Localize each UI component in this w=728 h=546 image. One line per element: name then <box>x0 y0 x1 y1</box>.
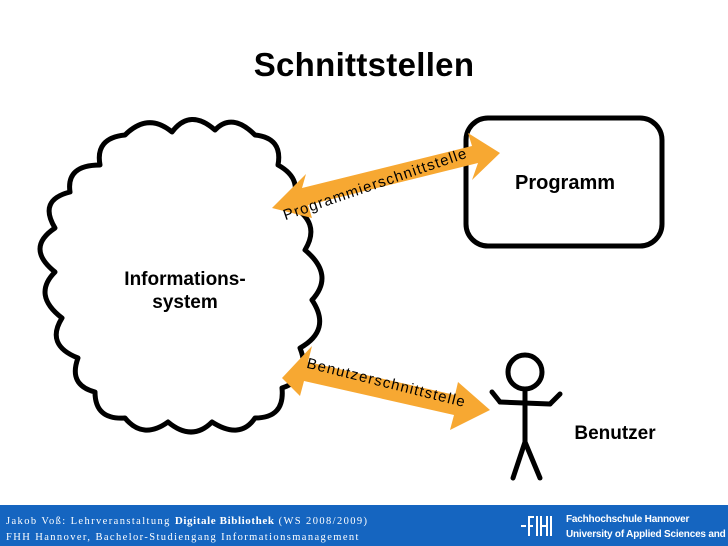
information-system-label: Informations- system <box>100 268 270 314</box>
footer-credits: Jakob Voß: Lehrveranstaltung Digitale Bi… <box>6 513 368 546</box>
information-system-cloud <box>37 117 325 435</box>
school-name: Fachhochschule Hannover University of Ap… <box>566 512 728 542</box>
information-system-label-line1: Informations- <box>124 269 246 290</box>
information-system-label-line2: system <box>152 292 218 313</box>
program-box <box>463 115 665 249</box>
footer-course-title: Digitale Bibliothek <box>174 515 275 527</box>
school-name-de: Fachhochschule Hannover <box>566 514 690 525</box>
user-label: Benutzer <box>574 423 656 444</box>
footer-bar: Jakob Voß: Lehrveranstaltung Digitale Bi… <box>0 505 728 546</box>
school-name-en: University of Applied Sciences and Arts <box>566 529 728 540</box>
footer-term: (WS 2008/2009) <box>274 516 369 527</box>
footer-lecturer: Jakob Voß: Lehrveranstaltung <box>6 516 175 527</box>
ui-double-arrow <box>282 346 490 430</box>
api-double-arrow <box>272 133 500 218</box>
footer-line1: Jakob Voß: Lehrveranstaltung Digitale Bi… <box>6 513 368 530</box>
diagram-canvas <box>37 115 665 481</box>
fh-logo-icon <box>521 516 552 536</box>
program-label: Programm <box>514 172 616 194</box>
footer-line2: FHH Hannover, Bachelor-Studiengang Infor… <box>6 532 360 543</box>
user-stick-figure <box>489 352 563 481</box>
slide-title: Schnittstellen <box>253 46 475 83</box>
